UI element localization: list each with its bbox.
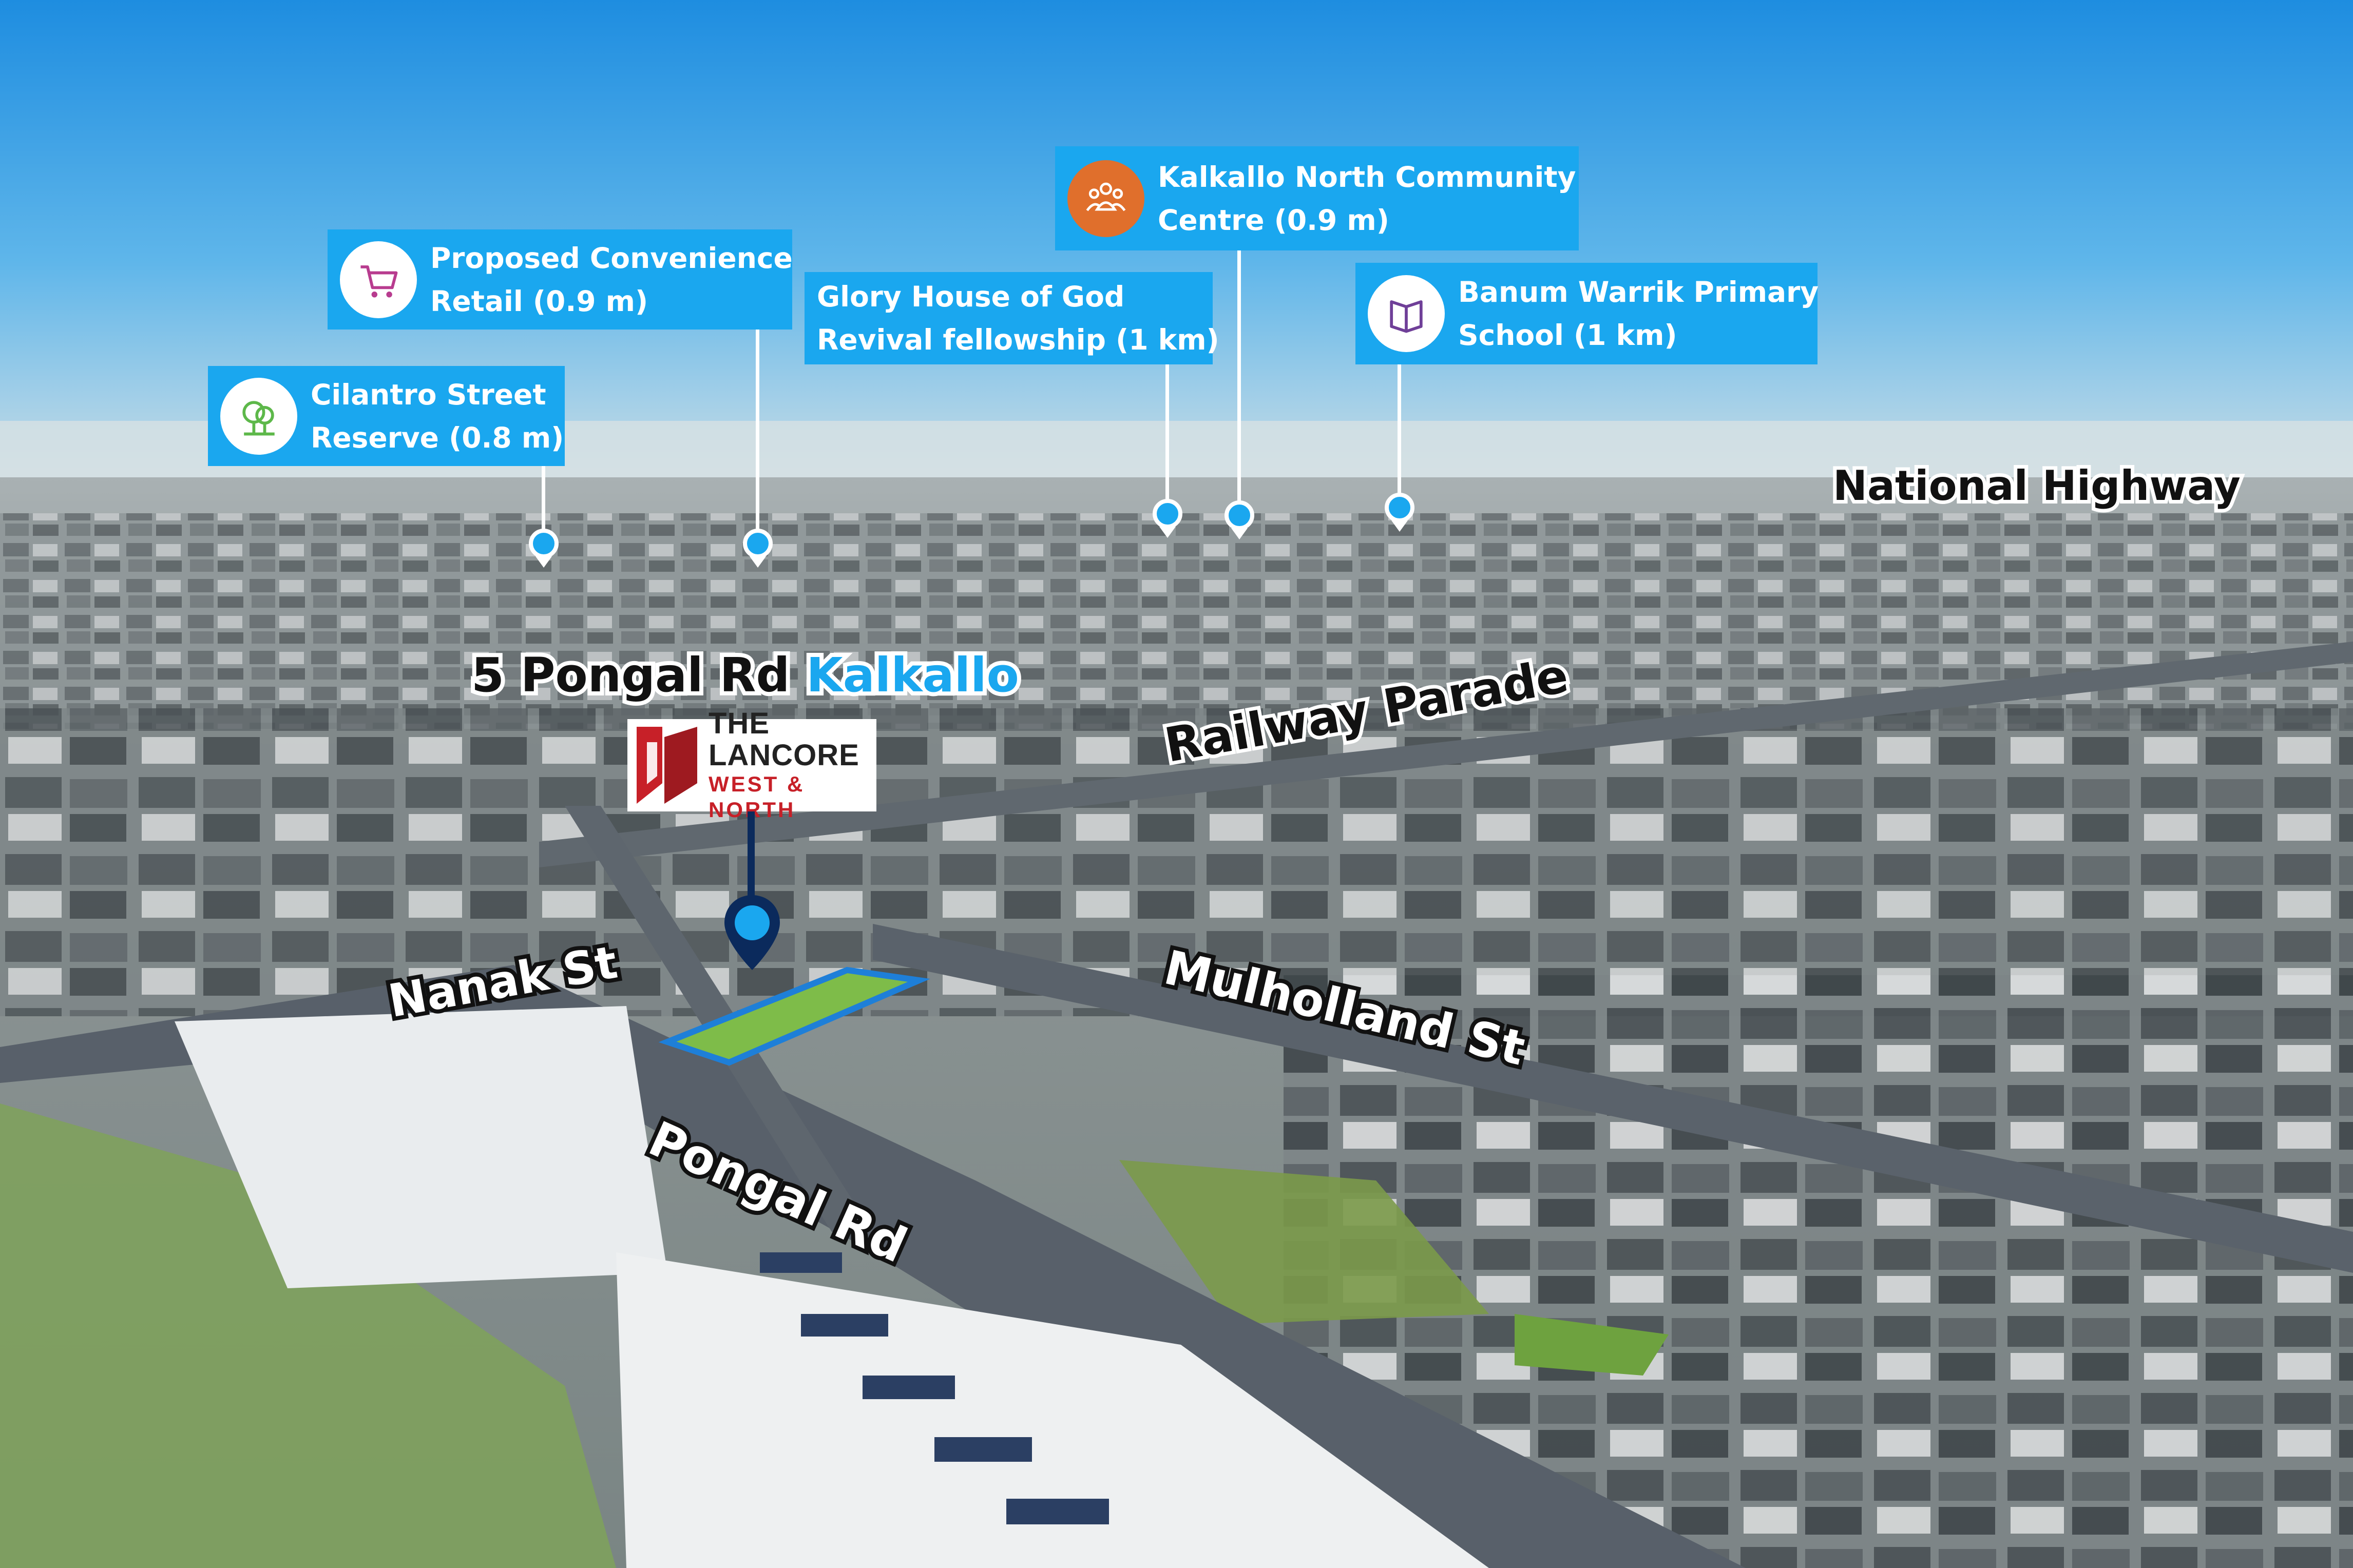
callout-line2: Retail (0.9 m)	[430, 284, 648, 318]
book-icon	[1368, 275, 1445, 352]
leader-line-community	[1237, 250, 1241, 507]
callout-label: Cilantro Street Reserve (0.8 m)	[311, 373, 564, 459]
location-pin-school	[1385, 493, 1414, 522]
callout-cilantro-reserve: Cilantro Street Reserve (0.8 m)	[208, 366, 565, 466]
callout-label: Proposed Convenience Retail (0.9 m)	[430, 237, 793, 323]
callout-line2: Reserve (0.8 m)	[311, 421, 564, 454]
callout-line1: Proposed Convenience	[430, 241, 793, 275]
callout-label: Banum Warrik Primary School (1 km)	[1458, 270, 1819, 357]
leader-line-glory	[1165, 364, 1169, 508]
callout-primary-school: Banum Warrik Primary School (1 km)	[1355, 263, 1819, 364]
leader-line-convenience	[756, 330, 759, 534]
callout-line2: Centre (0.9 m)	[1158, 203, 1389, 237]
location-pin-community	[1225, 500, 1254, 530]
leader-line-cilantro	[542, 466, 545, 534]
leader-line-school	[1398, 364, 1401, 500]
callout-line1: Banum Warrik Primary	[1458, 276, 1819, 308]
shopping-cart-icon	[340, 241, 417, 318]
callout-convenience-retail: Proposed Convenience Retail (0.9 m)	[328, 229, 793, 330]
location-pin-convenience	[743, 529, 773, 558]
property-title: 5 Pongal Rd Kalkallo	[467, 644, 1023, 707]
tree-icon	[220, 377, 297, 455]
logo-stem	[748, 811, 755, 899]
street-label-national-highway: National Highway	[1829, 458, 2244, 513]
lancore-emblem-icon	[637, 727, 697, 804]
subject-location-pin-icon	[724, 895, 780, 970]
location-pin-cilantro	[529, 529, 559, 558]
callout-glory-house: Glory House of God Revival fellowship (1…	[805, 272, 1219, 364]
callout-label: Glory House of God Revival fellowship (1…	[817, 275, 1219, 361]
lancore-logo: THE LANCORE WEST & NORTH	[627, 708, 876, 822]
callout-community-centre: Kalkallo North Community Centre (0.9 m)	[1055, 146, 1579, 250]
logo-line2: WEST & NORTH	[709, 772, 805, 822]
callout-line2: Revival fellowship (1 km)	[817, 323, 1219, 356]
location-pin-glory	[1153, 499, 1182, 529]
property-address: 5 Pongal Rd	[467, 644, 794, 707]
property-suburb: Kalkallo	[802, 644, 1023, 707]
callout-label: Kalkallo North Community Centre (0.9 m)	[1158, 156, 1576, 242]
callout-line1: Kalkallo North Community	[1158, 160, 1576, 193]
logo-line1: THE LANCORE	[709, 707, 859, 772]
people-group-icon	[1067, 160, 1144, 237]
callout-line2: School (1 km)	[1458, 319, 1677, 352]
callout-line1: Glory House of God	[817, 280, 1125, 313]
callout-line1: Cilantro Street	[311, 378, 546, 411]
